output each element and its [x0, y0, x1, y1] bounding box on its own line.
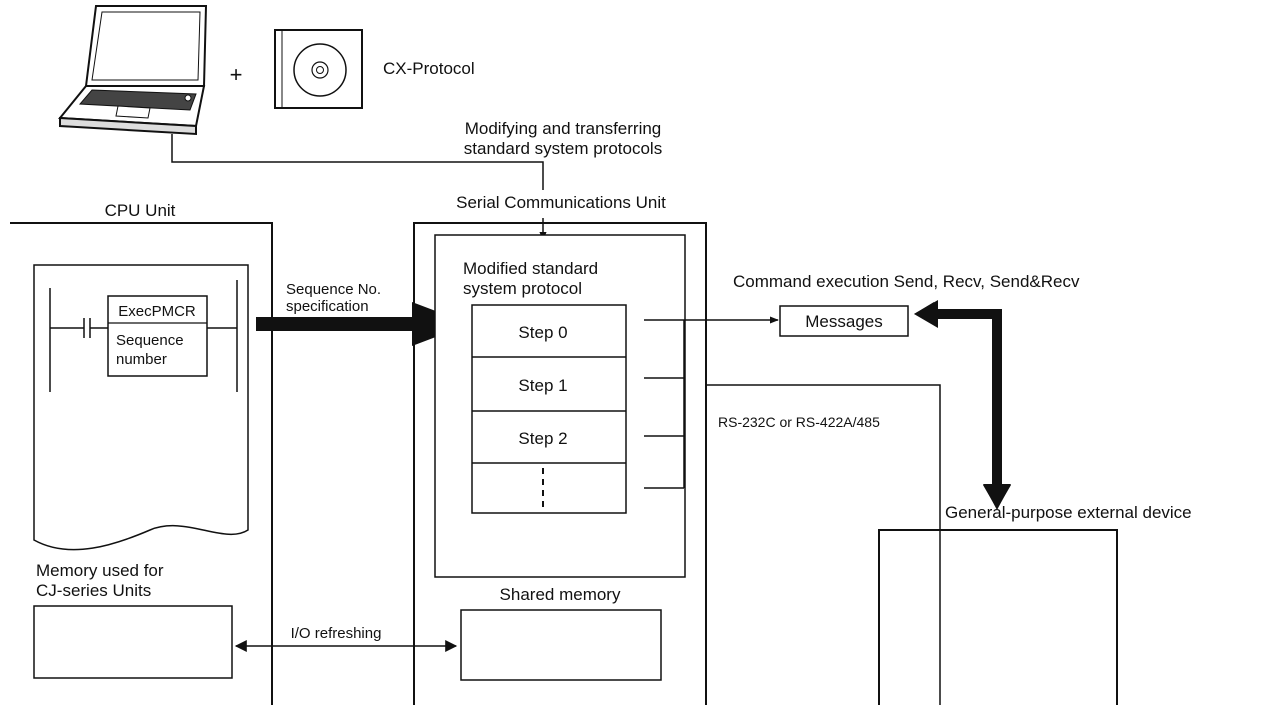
- rs-port-label: RS-232C or RS-422A/485: [718, 414, 880, 430]
- execpmcr-instruction-box: [107, 295, 208, 377]
- serial-unit-title: Serial Communications Unit: [456, 193, 666, 212]
- software-name: CX-Protocol: [383, 59, 475, 78]
- cpu-memory-label-line1: Memory used for: [36, 561, 164, 580]
- sequence-label-line2: specification: [286, 298, 369, 315]
- cpu-unit-title: CPU Unit: [105, 201, 176, 220]
- protocol-label-line1: Modified standard: [463, 259, 598, 278]
- command-execution-label: Command execution Send, Recv, Send&Recv: [733, 272, 1080, 291]
- io-refresh-label: I/O refreshing: [291, 625, 382, 642]
- sequence-arrow: [256, 302, 470, 346]
- step-0-label: Step 0: [518, 323, 567, 342]
- ladder-diagram: [49, 280, 238, 392]
- messages-label: Messages: [805, 312, 882, 331]
- step-connectors: [644, 316, 779, 489]
- step-2-label: Step 2: [518, 429, 567, 448]
- laptop-icon: [57, 5, 208, 136]
- shared-memory-label: Shared memory: [500, 585, 621, 604]
- step-table: [471, 304, 627, 514]
- sequence-label-line1: Sequence No.: [286, 281, 381, 298]
- protocol-label-line2: system protocol: [463, 279, 582, 298]
- operand-label-line2: number: [116, 351, 167, 368]
- serial-unit-frame: [413, 222, 707, 705]
- plus-sign: +: [230, 62, 243, 87]
- device-link-arrow: [914, 300, 1011, 510]
- cd-rom-icon: [274, 29, 363, 109]
- cpu-memory-label-line2: CJ-series Units: [36, 581, 151, 600]
- rs-port-line: [706, 384, 941, 705]
- external-device-label: General-purpose external device: [945, 503, 1192, 522]
- external-device-box: [878, 529, 1118, 705]
- messages-box: [779, 305, 909, 337]
- instruction-name: ExecPMCR: [118, 303, 196, 320]
- cpu-unit-frame: [10, 222, 273, 705]
- transfer-label-line2: standard system protocols: [464, 139, 662, 158]
- cpu-memory-box: [33, 605, 233, 679]
- operand-label-line1: Sequence: [116, 332, 184, 349]
- step-1-label: Step 1: [518, 376, 567, 395]
- transfer-label-line1: Modifying and transferring: [465, 119, 662, 138]
- shared-memory-box: [460, 609, 662, 681]
